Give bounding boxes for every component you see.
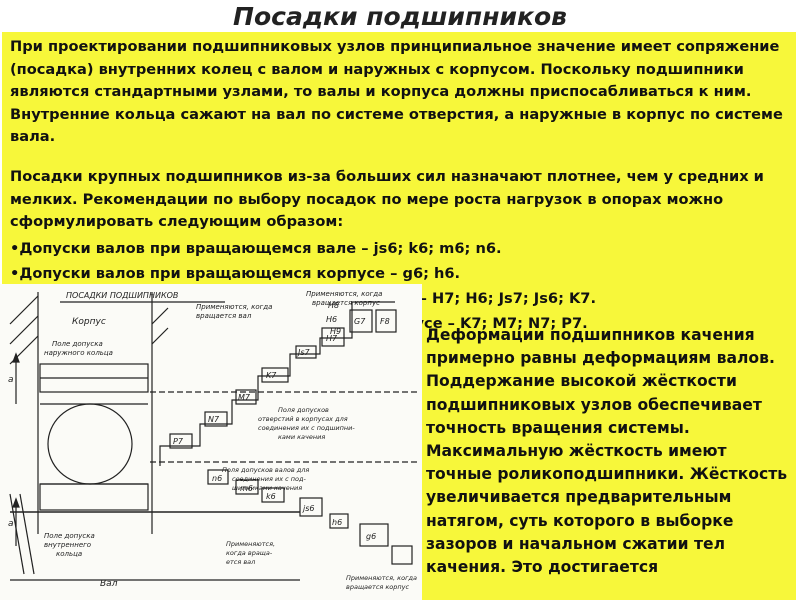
- fit-H7: H7: [326, 334, 338, 343]
- note-mid-line2: вращается корпус: [312, 299, 380, 307]
- bearing-fits-svg: ПОСАДКИ ПОДШИПНИКОВ Корпус Вал Поле допу…: [8, 290, 420, 591]
- bullet-shaft-rotating: •Допуски валов при вращающемся вале – js…: [10, 240, 502, 257]
- fit-K7: K7: [266, 371, 277, 380]
- bullet-housing-tolerances-shaft: ле – H7; H6; Js7; Js6; K7.: [394, 290, 596, 307]
- note-bot1-line3: ется вал: [226, 558, 255, 566]
- note-bot1-line1: Применяются,: [226, 540, 275, 548]
- note-mid-line1: Применяются, когда: [306, 290, 382, 298]
- bullet-housing-tolerances-housing: рпусе – K7; M7; N7; P7.: [394, 315, 588, 332]
- tol-outer-line1: Поле допуска: [52, 340, 103, 348]
- note-shafts-line2: соединения их с под-: [232, 475, 306, 483]
- note-holes-line2: отверстий в корпусах для: [258, 415, 348, 423]
- fit-g6: g6: [366, 532, 376, 541]
- page-title: Посадки подшипников: [233, 2, 567, 31]
- dim-a-top: a: [8, 375, 14, 385]
- dim-a-bottom: a: [8, 519, 14, 529]
- fit-H6: H6: [326, 315, 337, 324]
- paragraph-fits-intro: При проектировании подшипниковых узлов п…: [10, 38, 783, 145]
- note-holes-line4: ками качения: [278, 433, 325, 441]
- bullet-housing-rotating: •Допуски валов при вращающемся корпусе –…: [10, 265, 461, 282]
- tol-outer-line2: наружного кольца: [44, 349, 113, 357]
- fit-h6: h6: [332, 518, 342, 527]
- tol-inner-line2: внутреннего: [44, 541, 91, 549]
- fit-H9: H9: [330, 327, 341, 336]
- paragraph-stiffness: Деформации подшипников качения примерно …: [426, 326, 788, 577]
- fit-P7: P7: [173, 437, 184, 446]
- fit-M7: M7: [238, 393, 251, 402]
- tol-inner-line1: Поле допуска: [44, 532, 95, 540]
- note-top-line2: вращается вал: [196, 312, 252, 320]
- drawing-header: ПОСАДКИ ПОДШИПНИКОВ: [66, 291, 178, 300]
- paragraph-large-bearings: Посадки крупных подшипников из-за больши…: [10, 168, 764, 230]
- fit-m6: m6: [240, 484, 253, 493]
- note-holes-line1: Поля допусков: [278, 406, 329, 414]
- fit-Js7: Js7: [296, 348, 311, 357]
- label-shaft: Вал: [100, 579, 118, 589]
- note-bot2-line1: Применяются, когда: [346, 574, 417, 582]
- fit-N7: N7: [208, 415, 220, 424]
- note-holes-line3: соединения их с подшипни-: [258, 424, 355, 432]
- fit-F8: F8: [380, 317, 390, 326]
- note-shafts-line1: Поля допусков валов для: [222, 466, 309, 474]
- bearing-fits-drawing: ПОСАДКИ ПОДШИПНИКОВ Корпус Вал Поле допу…: [0, 284, 422, 600]
- fit-G7: G7: [354, 317, 366, 326]
- note-bot1-line2: когда враща-: [226, 549, 273, 557]
- fit-H8: H8: [328, 301, 339, 310]
- fit-js6: js6: [302, 504, 314, 513]
- note-bot2-line2: вращается корпус: [346, 583, 410, 591]
- fit-n6: n6: [212, 474, 222, 483]
- note-shafts-line3: шипниками качения: [232, 484, 302, 492]
- tol-inner-line3: кольца: [56, 550, 82, 558]
- note-top-line1: Применяются, когда: [196, 303, 272, 311]
- fit-k6: k6: [266, 492, 276, 501]
- label-housing: Корпус: [72, 317, 106, 327]
